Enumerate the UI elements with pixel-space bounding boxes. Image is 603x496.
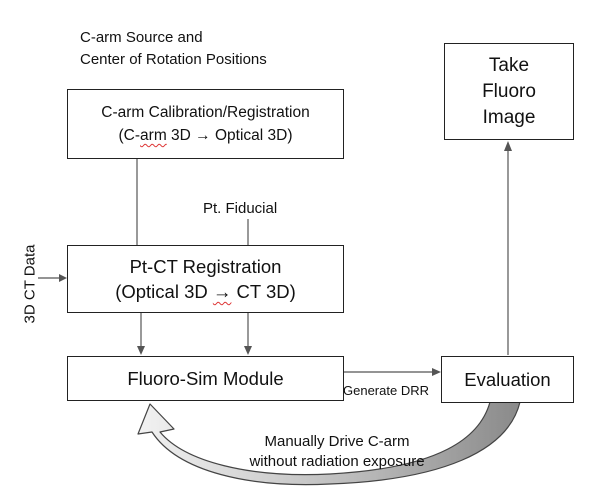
evaluation-label: Evaluation (464, 368, 551, 390)
generate-drr-arrow-head (432, 368, 441, 376)
pt-ct-registration-box: Pt-CT Registration (Optical 3D → CT 3D) (67, 245, 344, 313)
evaluation-to-fluoro-arrow-head (504, 141, 512, 151)
take-fluoro-image-box: Take Fluoro Image (444, 43, 574, 140)
carm-source-label: C-arm Source and Center of Rotation Posi… (80, 27, 267, 71)
carm-calibration-line2-pre: (C- (118, 127, 141, 144)
carm-calibration-line2-squiggle: arm (140, 127, 167, 144)
carm-calibration-line2-post: 3D → Optical 3D) (166, 127, 293, 144)
ct-data-label: 3D CT Data (21, 244, 39, 324)
take-fluoro-line3: Image (482, 106, 536, 128)
take-fluoro-line2: Fluoro (482, 80, 536, 102)
carm-calibration-line2: (C-arm 3D → Optical 3D) (119, 124, 293, 147)
manual-drive-label-line1: Manually Drive C-arm (264, 433, 410, 450)
registration-to-sim-arrowhead-left (137, 346, 145, 355)
manual-drive-label: Manually Drive C-arm without radiation e… (222, 432, 452, 472)
pt-fiducial-label: Pt. Fiducial (203, 200, 278, 217)
pt-ct-registration-line2-post: CT 3D) (231, 281, 296, 302)
generate-drr-label: Generate DRR (343, 383, 429, 398)
manual-drive-label-line2: without radiation exposure (249, 453, 425, 470)
pt-ct-registration-line2: (Optical 3D → CT 3D) (115, 279, 296, 304)
fluoro-sim-module-label: Fluoro-Sim Module (127, 367, 284, 389)
pt-ct-registration-line2-pre: (Optical 3D (115, 281, 213, 302)
ct-data-arrow-head (59, 274, 67, 282)
carm-source-label-line1: C-arm Source and (80, 29, 203, 46)
manual-drive-loop-arrow (137, 401, 521, 486)
carm-calibration-box: C-arm Calibration/Registration (C-arm 3D… (67, 89, 344, 159)
carm-source-label-line2: Center of Rotation Positions (80, 51, 267, 68)
evaluation-box: Evaluation (441, 356, 574, 403)
pt-ct-registration-line2-squiggle: → (212, 281, 232, 302)
pt-ct-registration-line1: Pt-CT Registration (129, 256, 282, 277)
fluoro-sim-module-box: Fluoro-Sim Module (67, 356, 344, 401)
registration-to-sim-arrowhead-right (244, 346, 252, 355)
carm-calibration-line1: C-arm Calibration/Registration (101, 104, 310, 121)
take-fluoro-line1: Take (488, 54, 530, 76)
